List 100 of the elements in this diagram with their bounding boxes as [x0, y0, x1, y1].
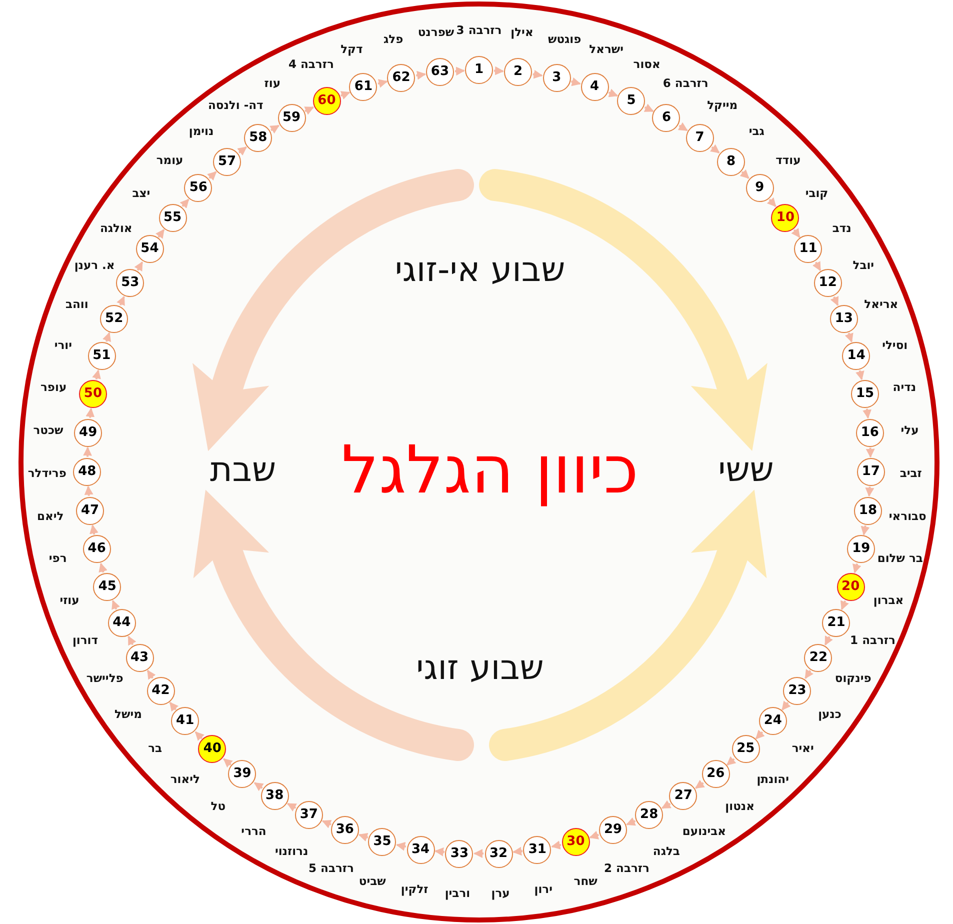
- arrow: [358, 832, 368, 842]
- arrow: [340, 91, 350, 100]
- name-label: גבי: [748, 124, 764, 138]
- arrow: [434, 847, 445, 856]
- arrow: [840, 600, 849, 610]
- name-label: ירון: [534, 882, 552, 896]
- arrow: [856, 370, 864, 380]
- name-label: נוימן: [188, 124, 214, 138]
- arrow: [83, 446, 92, 457]
- name-label: טל: [210, 799, 226, 814]
- name-label: עומר: [156, 153, 184, 168]
- name-label: ליאור: [170, 772, 200, 786]
- arrow: [551, 840, 562, 850]
- arrow: [852, 563, 862, 574]
- name-label: מייקל: [707, 98, 738, 112]
- name-label: פלג: [384, 32, 404, 46]
- name-label: עופר: [40, 380, 67, 394]
- arrow: [128, 636, 136, 646]
- arrow: [766, 197, 776, 208]
- arrow: [416, 70, 426, 80]
- diagram-title: כיוון הגלגל: [341, 432, 639, 508]
- arrow: [865, 486, 874, 497]
- arrow: [608, 88, 618, 98]
- arrow: [112, 600, 120, 610]
- arrow: [740, 169, 750, 179]
- curved-arrow: [194, 169, 474, 450]
- arrow: [791, 228, 800, 238]
- name-label: ווהב: [65, 297, 88, 312]
- name-label: אולגה: [100, 220, 132, 235]
- arrow: [824, 636, 833, 646]
- name-label: א. רענן: [74, 258, 115, 272]
- day-label: שבת: [208, 449, 278, 492]
- name-label: שביט: [358, 874, 386, 888]
- name-label: נרוזנוי: [274, 844, 308, 858]
- name-label: נדיה: [892, 380, 916, 394]
- arrow: [830, 296, 839, 306]
- arrow: [155, 229, 165, 239]
- name-label: שפרנט: [418, 25, 454, 40]
- arrow: [194, 731, 204, 741]
- arrow: [134, 261, 144, 272]
- arrow: [86, 408, 95, 418]
- arrow: [146, 670, 156, 680]
- name-label: אסור: [633, 56, 660, 71]
- name-label: בר: [148, 740, 162, 755]
- arrow: [862, 408, 872, 419]
- name-label: יאיר: [792, 740, 814, 755]
- name-label: יצב: [132, 186, 150, 200]
- name-label: שחר: [574, 874, 598, 888]
- arrow: [304, 106, 314, 115]
- name-label: נדב: [832, 220, 852, 235]
- arrow: [237, 146, 247, 156]
- name-label: סבוראי: [888, 508, 926, 523]
- arrow: [169, 702, 179, 712]
- name-label: פליישר: [86, 671, 124, 685]
- arrow: [270, 124, 280, 134]
- name-label: יורי: [54, 338, 72, 352]
- name-label: רפי: [48, 551, 67, 566]
- name-label: דה- ולנסה: [208, 98, 264, 112]
- name-label: עוזי: [60, 592, 80, 607]
- name-label: זביב: [900, 466, 922, 480]
- name-label: זלקין: [400, 882, 428, 896]
- name-label: אברון: [873, 592, 904, 607]
- name-label: עוז: [264, 76, 280, 90]
- arrow: [812, 261, 822, 272]
- arrow: [286, 802, 297, 812]
- arrow: [866, 448, 875, 458]
- arrow: [474, 849, 484, 858]
- arrow: [512, 846, 523, 856]
- arrow: [494, 66, 504, 76]
- name-label: יובל: [852, 258, 874, 272]
- arrow: [678, 122, 688, 132]
- arrow: [726, 756, 736, 766]
- name-label: וסילי: [882, 338, 908, 352]
- name-label: ורבין: [444, 886, 470, 900]
- arrow: [454, 66, 465, 76]
- arrow: [844, 332, 854, 343]
- arrow: [860, 525, 870, 536]
- name-label: אריאל: [864, 297, 898, 312]
- arrow: [84, 486, 94, 496]
- name-label: ערן: [491, 886, 510, 900]
- name-label: כנען: [818, 707, 842, 722]
- name-label: עלי: [900, 422, 919, 437]
- name-label: דורון: [72, 632, 98, 647]
- arrow: [532, 70, 543, 79]
- arrow: [755, 730, 765, 740]
- day-label: שבוע אי-זוגי: [394, 249, 566, 292]
- arrow: [98, 562, 108, 573]
- arrow: [92, 370, 101, 380]
- name-label: רזרבה 2: [604, 860, 650, 875]
- arrow: [378, 79, 388, 88]
- arrow: [102, 332, 111, 342]
- name-label: רזרבה 3: [456, 23, 502, 37]
- name-label: רזרבה 4: [288, 56, 334, 71]
- day-label: שבוע זוגי: [415, 647, 545, 690]
- arrow: [644, 104, 654, 112]
- arrow: [90, 524, 98, 535]
- curved-arrow: [479, 169, 766, 450]
- arrow: [626, 817, 636, 826]
- name-label: דקל: [340, 42, 363, 56]
- arrow: [396, 842, 406, 851]
